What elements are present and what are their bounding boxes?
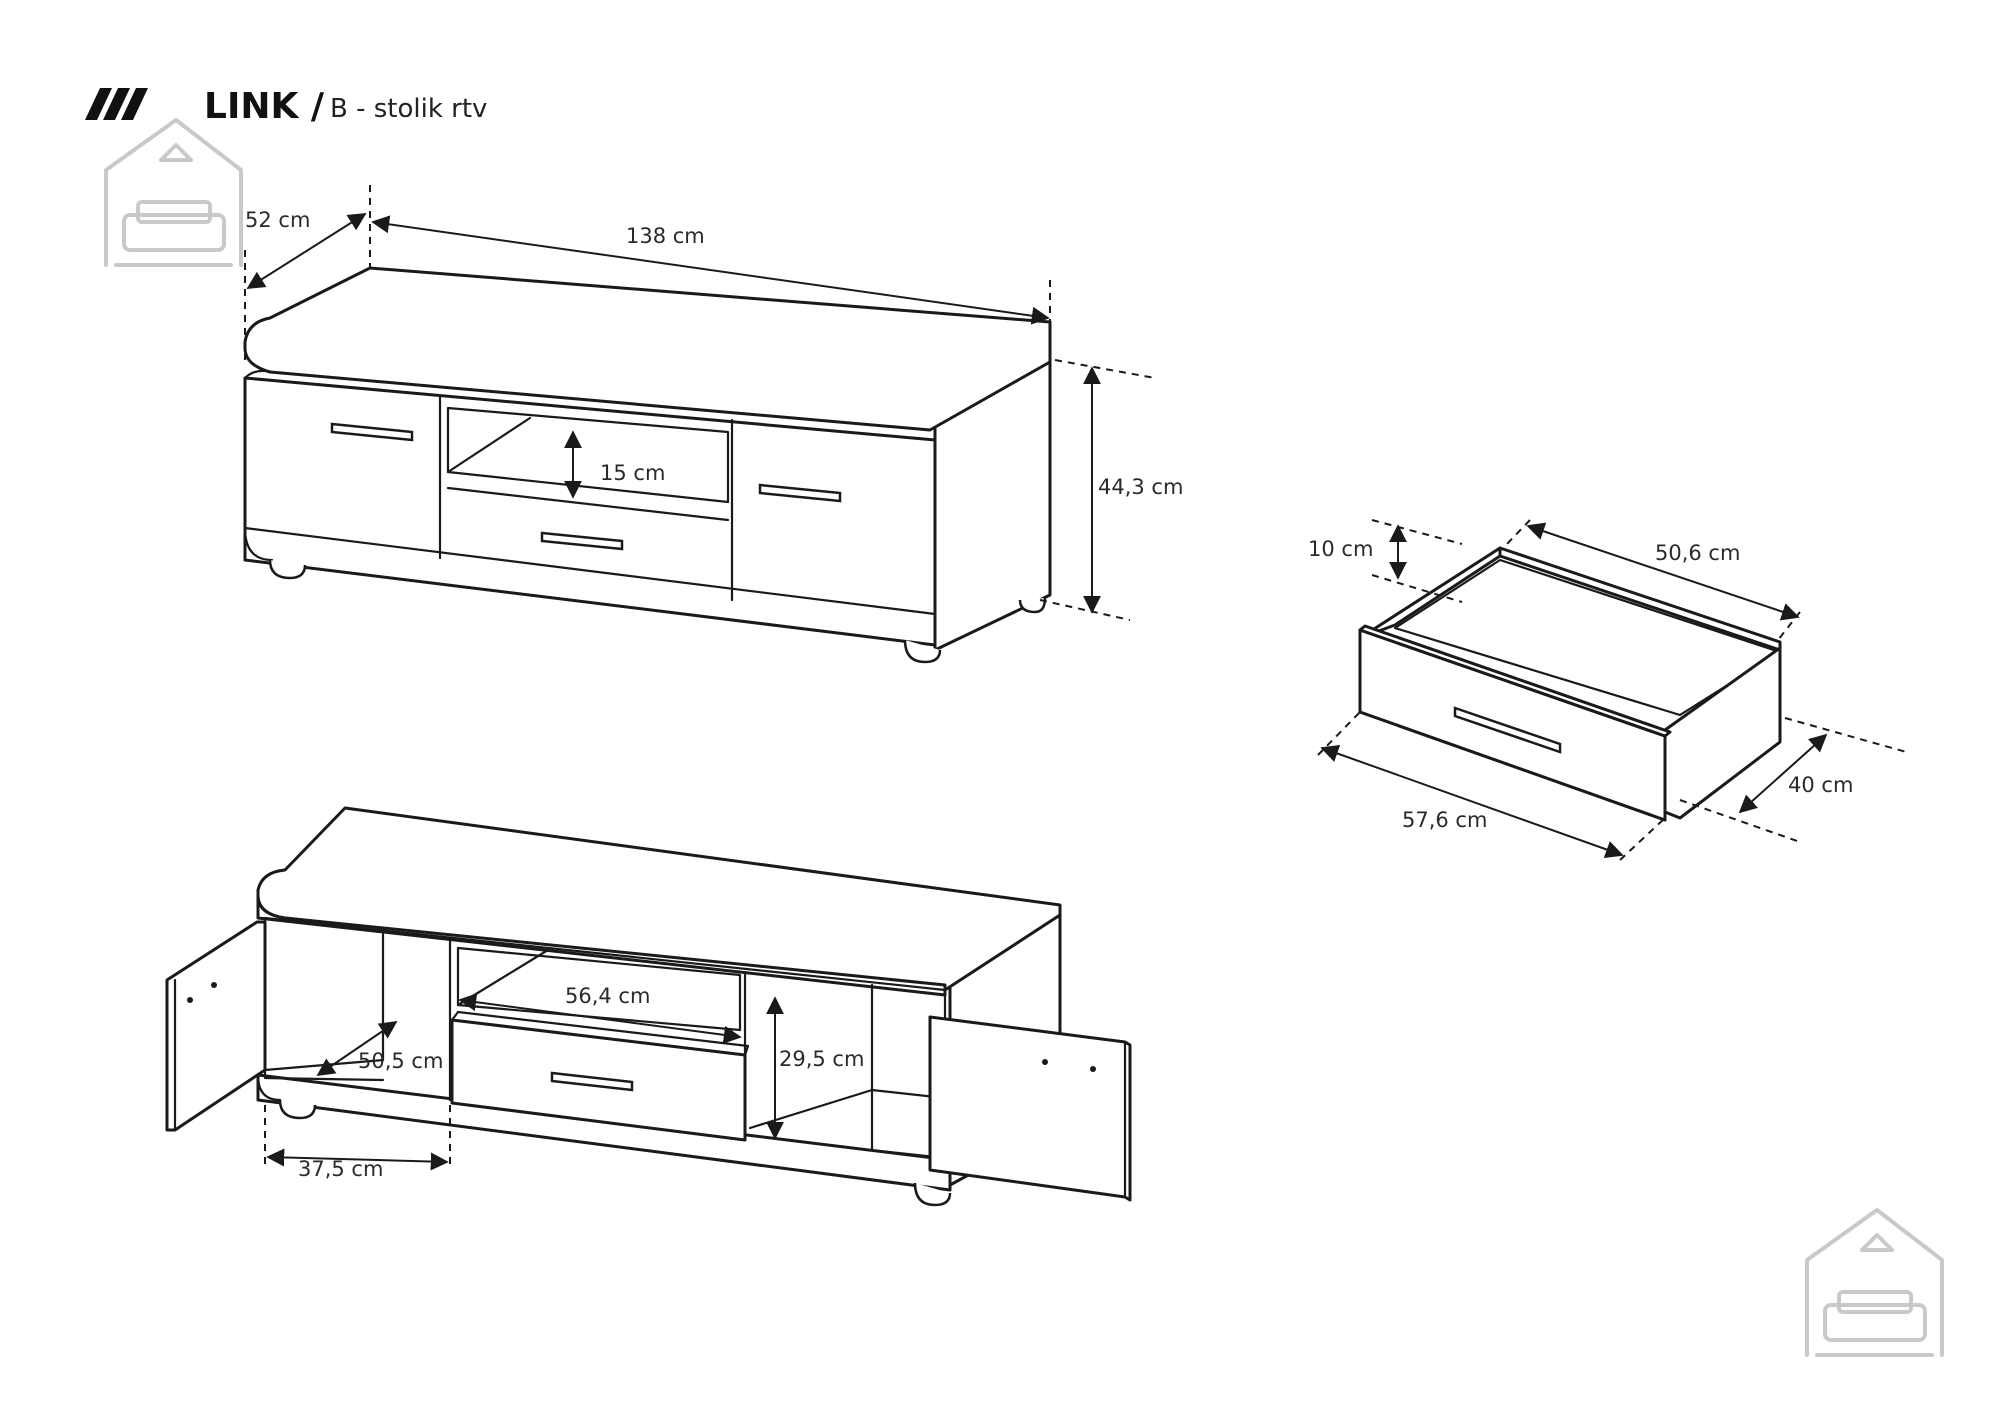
depth-label: 52 cm [245, 208, 310, 232]
cabinet-inner-width-label: 37,5 cm [298, 1157, 383, 1181]
drawer-height-label: 10 cm [1308, 537, 1373, 561]
niche-height-label: 15 cm [600, 461, 665, 485]
width-label: 138 cm [626, 224, 705, 248]
tv-stand-closed-view: 52 cm 138 cm 44,3 cm 15 cm [243, 185, 1183, 664]
product-subtitle: B - stolik rtv [330, 94, 487, 124]
height-label: 44,3 cm [1098, 475, 1183, 499]
house-sofa-icon [104, 118, 243, 267]
tv-stand-open-view: 50,5 cm 56,4 cm 29,5 cm 37,5 cm [165, 806, 1132, 1207]
compartment-height-label: 29,5 cm [779, 1047, 864, 1071]
brand-slashes-icon [85, 88, 148, 120]
drawer-front-width-label: 57,6 cm [1402, 808, 1487, 832]
niche-width-label: 56,4 cm [565, 984, 650, 1008]
header: LINK / B - stolik rtv [85, 86, 487, 127]
product-title: LINK / [204, 86, 325, 127]
house-sofa-icon [1805, 1208, 1944, 1357]
drawer-view: 10 cm 50,6 cm 57,6 cm 40 cm [1308, 519, 1911, 861]
drawer-depth-label: 40 cm [1788, 773, 1853, 797]
cabinet-inner-depth-label: 50,5 cm [358, 1049, 443, 1073]
drawer-inner-length-label: 50,6 cm [1655, 541, 1740, 565]
